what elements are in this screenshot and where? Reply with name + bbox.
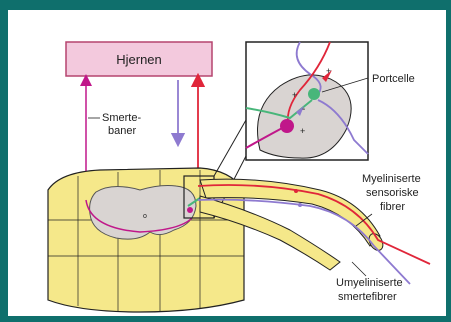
small-neuron-dot — [187, 207, 193, 213]
unmyelinated-pointer — [352, 262, 366, 276]
myelinated-label-line3: fibrer — [380, 201, 405, 213]
myelinated-label-line2: sensoriske — [366, 187, 419, 199]
plus-sign-2: + — [292, 90, 297, 100]
unmyelinated-label-line1: Umyeliniserte — [336, 277, 403, 289]
minus-sign: - — [302, 104, 305, 115]
plus-sign-1: + — [326, 66, 331, 76]
gate-cell-label: Portcelle — [372, 73, 415, 85]
gate-inset — [246, 42, 368, 160]
unmyelinated-label-line2: smertefibrer — [338, 291, 397, 303]
transmission-cell — [280, 119, 294, 133]
plus-sign-3: + — [300, 126, 305, 136]
pain-paths-label-line1: Smerte- — [102, 112, 141, 124]
brain-label: Hjernen — [116, 52, 162, 67]
myelinated-label-line1: Myeliniserte — [362, 173, 421, 185]
gate-cell — [308, 88, 320, 100]
center-canal: o — [143, 213, 147, 220]
pain-paths-label-line2: baner — [108, 125, 136, 137]
